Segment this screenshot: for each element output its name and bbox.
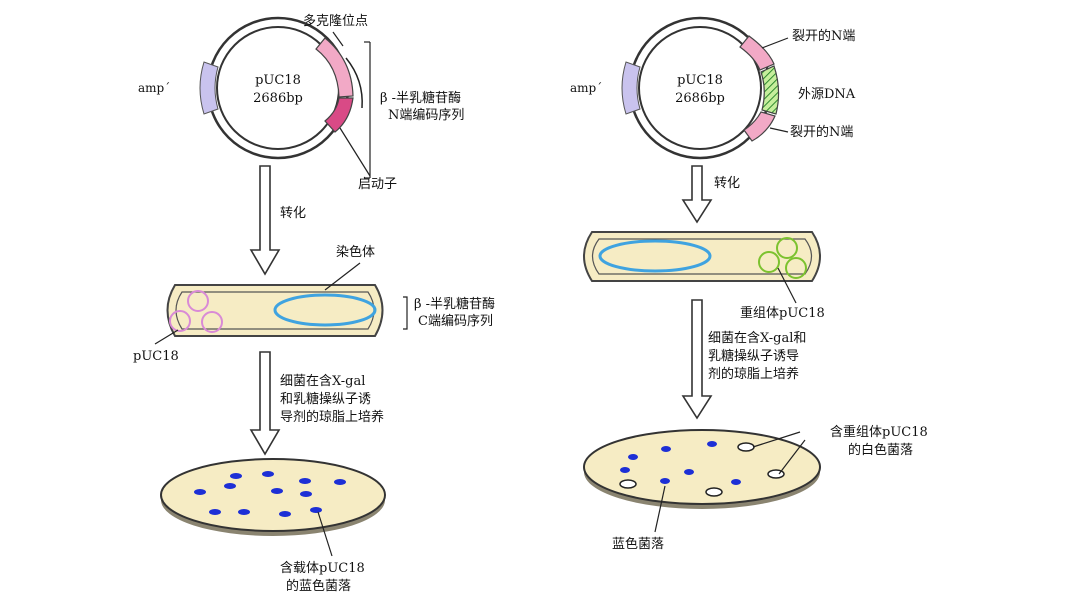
left-plasmid: [199, 16, 371, 179]
recombinant-label: 重组体pUC18: [740, 306, 825, 321]
foreign-dna-segment: [760, 65, 780, 115]
lacz-n-label-1: β -半乳糖苷酶: [380, 91, 462, 106]
blue-colony: [620, 467, 630, 473]
blue-colony: [684, 469, 694, 475]
blue-colony: [299, 478, 311, 484]
cut-n-top-segment: [739, 35, 775, 71]
cut-n-top-label: 裂开的N端: [792, 29, 856, 44]
blue-colony: [334, 479, 346, 485]
white-colony-label-2: 的白色菌落: [848, 443, 914, 458]
left-culture-line-1: 细菌在含X-gal: [280, 374, 366, 389]
blue-colony: [661, 446, 671, 452]
blue-colony: [271, 488, 283, 494]
chromosome-label: 染色体: [336, 245, 376, 260]
blue-colony: [279, 511, 291, 517]
foreign-dna-label: 外源DNA: [798, 87, 856, 102]
white-colony: [705, 487, 723, 497]
cut-n-bottom-label: 裂开的N端: [790, 125, 854, 140]
blue-colony: [310, 507, 322, 513]
promoter-segment: [324, 97, 354, 133]
white-colony: [619, 479, 637, 489]
lacz-c-label-1: β -半乳糖苷酶: [414, 297, 496, 312]
chromosome: [273, 293, 377, 327]
blue-colony: [300, 491, 312, 497]
right-culture-line-1: 细菌在含X-gal和: [708, 331, 807, 346]
blue-colony-label: 蓝色菌落: [612, 537, 665, 552]
right-transform-arrow: [681, 165, 713, 224]
plasmid-circle: [201, 311, 223, 333]
blue-colony: [194, 489, 206, 495]
puc18-label: pUC18: [133, 349, 179, 364]
lacz-n-segment: [315, 37, 354, 98]
left-bacterium: [154, 262, 408, 345]
white-colony-label-1: 含重组体pUC18: [830, 425, 928, 440]
plasmid-size: 2686bp: [675, 91, 725, 106]
recombinant-plasmid-circle: [776, 237, 798, 259]
recombinant-plasmid-circle: [758, 251, 780, 273]
amp-label: amp´: [570, 81, 603, 95]
right-bacterium: [583, 231, 821, 304]
right-transform-label: 转化: [714, 176, 741, 191]
blue-colony: [230, 473, 242, 479]
cut-n-bottom-segment: [743, 111, 776, 142]
left-culture-arrow: [249, 351, 281, 456]
left-transform-label: 转化: [280, 206, 307, 221]
right-plasmid: [621, 16, 789, 160]
lacz-c-label-2: C端编码序列: [418, 314, 493, 329]
right-culture-arrow: [681, 299, 713, 420]
right-culture-line-3: 剂的琼脂上培养: [708, 367, 800, 382]
lacz-n-label-2: N端编码序列: [388, 108, 465, 123]
chromosome: [598, 239, 712, 273]
white-colony: [737, 442, 755, 452]
amp-gene-segment: [621, 61, 641, 115]
amp-gene-segment: [199, 61, 219, 115]
left-transform-arrow: [249, 165, 281, 276]
left-culture-line-3: 导剂的琼脂上培养: [280, 410, 385, 425]
plasmid-size: 2686bp: [253, 91, 303, 106]
blue-colony: [731, 479, 741, 485]
blue-colony: [660, 478, 670, 484]
left-colony-label-1: 含载体pUC18: [280, 561, 365, 576]
blue-colony: [209, 509, 221, 515]
right-petri-plate: [583, 429, 821, 533]
blue-colony: [707, 441, 717, 447]
plasmid-name: pUC18: [677, 73, 723, 88]
promoter-label: 启动子: [358, 177, 398, 192]
mcs-label: 多克隆位点: [303, 14, 369, 29]
blue-colony: [224, 483, 236, 489]
left-petri-plate: [160, 458, 386, 557]
left-culture-line-2: 和乳糖操纵子诱: [280, 392, 372, 407]
plasmid-circle: [169, 310, 191, 332]
amp-label: amp´: [138, 81, 171, 95]
plasmid-name: pUC18: [255, 73, 301, 88]
blue-colony: [238, 509, 250, 515]
blue-colony: [262, 471, 274, 477]
plasmid-circle: [187, 290, 209, 312]
recombinant-plasmid-circle: [785, 257, 807, 279]
left-colony-label-2: 的蓝色菌落: [286, 579, 352, 594]
blue-colony: [628, 454, 638, 460]
right-culture-line-2: 乳糖操纵子诱导: [708, 349, 800, 364]
